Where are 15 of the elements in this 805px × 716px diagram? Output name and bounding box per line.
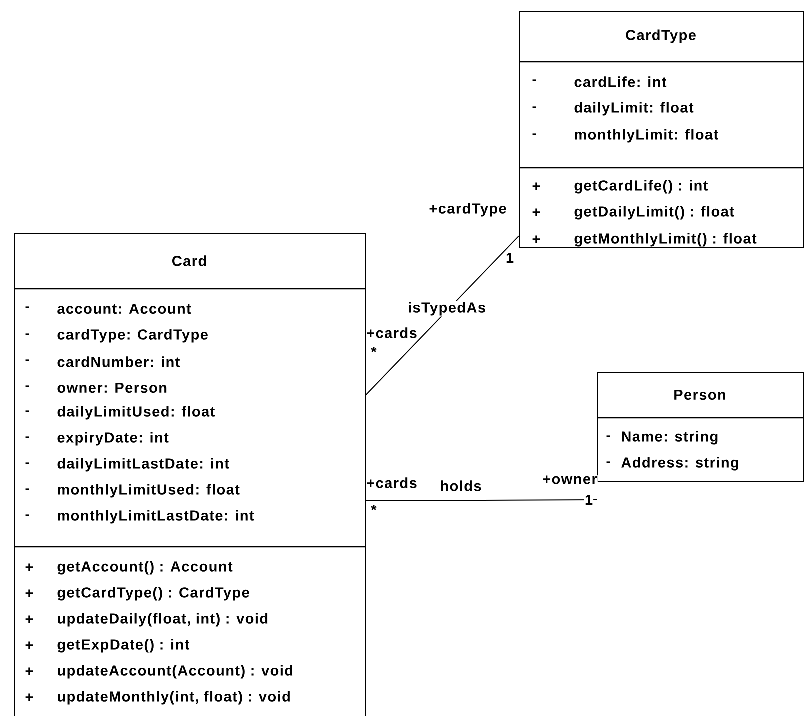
edge-label: isTypedAs (406, 301, 488, 317)
role-label: * (370, 346, 378, 358)
role-label: * (370, 504, 378, 516)
association-line (366, 500, 598, 502)
role-label: 1 (505, 252, 515, 264)
role-label: +cards (366, 477, 418, 489)
role-label: 1 (584, 494, 594, 506)
role-label: +cards (366, 327, 418, 339)
edge-label: holds (439, 480, 483, 492)
role-label: +cardType (428, 202, 508, 218)
class-box: CardType - cardLife: int - dailyLimit: float - monthlyLimit: float + getCardLife() : int + getDailyLimit() : float + getMonthlyLimit() : float (519, 11, 804, 248)
class-box: Person - Name: string - Address: string (597, 372, 804, 482)
class-box: Card - account: Account - cardType: CardType - cardNumber: int - owner: Person - dailyLimitUsed: float - expiryDate: int - dailyLimitLastDate: int - monthlyLimitUsed: float - monthlyLimitLastDate: int + getAccount() : Account + getCardType() : CardType + updateDaily(float, int) : void + getExpDate() : int + updateAccount(Account) : void + updateMonthly(int, float) : void (14, 233, 366, 716)
role-label: +owner (542, 475, 598, 485)
association-line (366, 236, 520, 396)
